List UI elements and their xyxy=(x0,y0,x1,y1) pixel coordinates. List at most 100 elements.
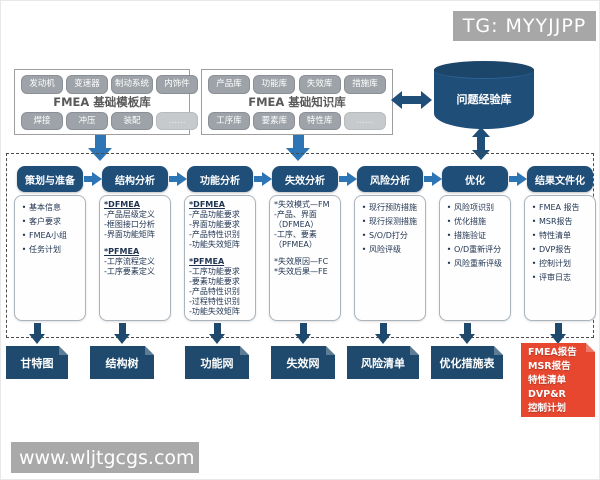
column-item: -要素功能要求 xyxy=(189,277,240,286)
library-chip: 失效库 xyxy=(298,75,341,94)
column-body: •风险项识别•优化措施•措施验证•O/D重新评分•风险重新评级 xyxy=(439,195,511,321)
bullet-icon: • xyxy=(531,230,537,240)
library-chip: 产品库 xyxy=(208,75,250,94)
column-item: •S/O/D打分 xyxy=(359,228,422,242)
column-item: -工序、要素 xyxy=(274,230,317,239)
column-header: 功能分析 xyxy=(187,166,253,192)
down-arrow-template-library-icon xyxy=(88,135,112,161)
bullet-icon: • xyxy=(531,216,537,226)
column-item: -过程特性识别 xyxy=(189,297,240,306)
column-item: •控制计划 xyxy=(529,256,592,270)
experience-db-label: 问题经验库 xyxy=(456,93,512,106)
tg-badge: TG: MYYJJPP xyxy=(453,11,596,41)
column-item: •风险评级 xyxy=(359,242,422,256)
knowledge-library-title: FMEA 基础知识库 xyxy=(248,94,346,109)
column-item: *失效后果—FE xyxy=(274,267,328,276)
column-header: 风险分析 xyxy=(357,166,423,192)
column-item: -产品层级定义 xyxy=(104,210,155,219)
output-down-arrow-icon xyxy=(295,323,311,344)
deliverable-line: MSR报告 xyxy=(528,360,571,372)
column-item: •优化措施 xyxy=(444,214,507,228)
deliverable-line: DVP&R xyxy=(528,388,566,400)
column-header: 优化 xyxy=(442,166,508,192)
column-body: *DFMEA-产品层级定义-框图接口分析-界面功能矩阵 *PFMEA-工序流程定义… xyxy=(99,195,171,321)
output-down-arrow-icon xyxy=(375,323,391,344)
column-item: *DFMEA xyxy=(104,200,140,209)
template-library-box: 发动机变速器制动系统内饰件 FMEA 基础模板库 焊接冲压装配…… xyxy=(14,69,198,135)
bullet-icon: • xyxy=(446,216,452,226)
column-item: •现行预防措施 xyxy=(359,200,422,214)
column-item: •客户要求 xyxy=(19,214,82,228)
double-arrow-horizontal-icon xyxy=(391,91,432,109)
column-item: •MSR报告 xyxy=(529,214,592,228)
process-columns: 策划与准备•基本信息•客户要求•FMEA小组•任务计划结构分析*DFMEA-产品… xyxy=(6,153,596,338)
bullet-icon: • xyxy=(531,272,537,282)
output-box: 甘特图 xyxy=(6,346,68,379)
library-chip: 特性库 xyxy=(298,111,341,130)
output-down-arrow-icon xyxy=(114,323,130,344)
column-item: -工序功能要求 xyxy=(189,267,240,276)
bullet-icon: • xyxy=(361,202,367,212)
column-item: •措施验证 xyxy=(444,228,507,242)
column-item: （PFMEA） xyxy=(274,240,317,249)
column-item: *PFMEA xyxy=(189,257,225,266)
column-item: •任务计划 xyxy=(19,242,82,256)
library-chip: 装配 xyxy=(111,111,153,130)
column-item: •风险重新评级 xyxy=(444,256,507,270)
item-gap xyxy=(274,250,337,257)
library-chip: 要素库 xyxy=(253,111,296,130)
column-body: *失效模式—FM-产品、界面（DFMEA）-工序、要素（PFMEA）*失效原因—… xyxy=(269,195,341,321)
column-item: •O/D重新评分 xyxy=(444,242,507,256)
column-item: •DVP报告 xyxy=(529,242,592,256)
column-item: *失效模式—FM xyxy=(274,200,330,209)
bullet-icon: • xyxy=(531,202,537,212)
library-chip: 变速器 xyxy=(66,75,108,94)
library-chip: 功能库 xyxy=(253,75,296,94)
library-chip: 焊接 xyxy=(21,111,63,130)
column-item: *PFMEA xyxy=(104,247,140,256)
right-arrow-icon xyxy=(254,172,272,186)
deliverable-line: 控制计划 xyxy=(528,402,567,414)
template-library-row2: 焊接冲压装配…… xyxy=(21,111,198,130)
double-arrow-vertical-icon xyxy=(472,127,490,160)
column-item: -框图接口分析 xyxy=(104,220,155,229)
column-item: -界面功能矩阵 xyxy=(104,230,155,239)
bullet-icon: • xyxy=(21,202,27,212)
column-item: -工序流程定义 xyxy=(104,257,155,266)
library-chip: …… xyxy=(156,111,198,130)
library-chip: 制动系统 xyxy=(111,75,153,94)
item-gap xyxy=(189,250,252,257)
column-body: *DFMEA-产品功能要求-界面功能要求-产品特性识别-功能失效矩阵*PFMEA… xyxy=(184,195,256,321)
column-header: 失效分析 xyxy=(272,166,338,192)
knowledge-library-box: 产品库功能库失效库措施库 FMEA 基础知识库 工序库要素库特性库…… xyxy=(201,69,393,135)
bullet-icon: • xyxy=(361,230,367,240)
column-item: -功能失效矩阵 xyxy=(189,307,240,316)
bullet-icon: • xyxy=(531,258,537,268)
bullet-icon: • xyxy=(21,244,27,254)
column-body: •基本信息•客户要求•FMEA小组•任务计划 xyxy=(14,195,86,321)
knowledge-library-row2: 工序库要素库特性库…… xyxy=(208,111,386,130)
bullet-icon: • xyxy=(446,258,452,268)
experience-db-cylinder: 问题经验库 xyxy=(434,61,534,129)
column-item: -功能失效矩阵 xyxy=(189,240,240,249)
output-down-arrow-icon xyxy=(209,323,225,344)
template-library-row1: 发动机变速器制动系统内饰件 xyxy=(21,75,198,94)
column-item: •基本信息 xyxy=(19,200,82,214)
output-box: 风险清单 xyxy=(347,346,419,379)
watermark: www.wljtgcgs.com xyxy=(11,442,199,473)
column-item: •风险项识别 xyxy=(444,200,507,214)
output-box: 失效网 xyxy=(271,346,335,379)
template-library-title: FMEA 基础模板库 xyxy=(53,94,151,109)
down-arrow-knowledge-library-icon xyxy=(286,135,310,161)
bullet-icon: • xyxy=(21,216,27,226)
column-item: *DFMEA xyxy=(189,200,225,209)
column-body: •FMEA 报告•MSR报告•特性清单•DVP报告•控制计划•评审日志 xyxy=(524,195,596,321)
right-arrow-icon xyxy=(169,172,187,186)
bullet-icon: • xyxy=(361,244,367,254)
column-item: *失效原因—FC xyxy=(274,257,329,266)
right-arrow-icon xyxy=(84,172,102,186)
library-chip: 发动机 xyxy=(21,75,63,94)
column-header: 策划与准备 xyxy=(17,166,83,192)
